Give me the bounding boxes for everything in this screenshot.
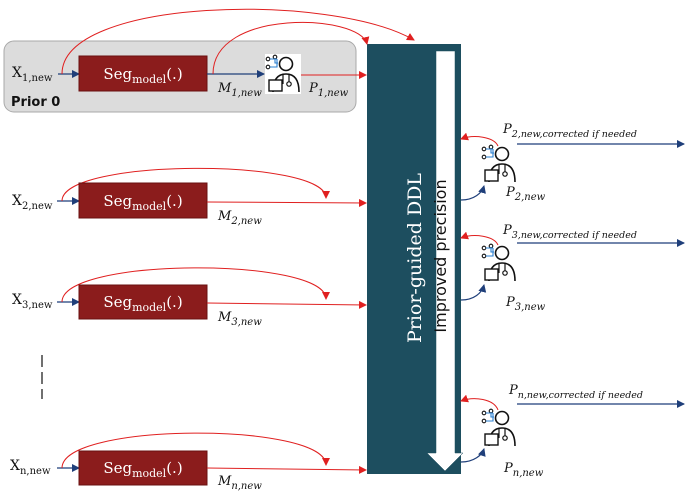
seg-model-box-1 (78, 55, 208, 92)
arrow-ddl-to-clinician-2 (460, 185, 486, 201)
prediction-pn-label: Pn,new (503, 461, 544, 479)
improved-precision-arrow (426, 50, 464, 472)
clinician-icon (265, 54, 301, 94)
seg-model-box-2 (78, 182, 208, 219)
corrected-p3-label: P3,new,corrected if needed (502, 223, 637, 241)
prediction-p2-label: P2,new (505, 185, 546, 203)
arrow-x3-skip-to-ddl (61, 267, 330, 303)
row-n: Xn,new Segmodel(.) Mn,new (10, 432, 367, 492)
prediction-p3-label: P3,new (505, 295, 546, 313)
mask-m2-label: M2,new (217, 209, 262, 227)
arrow-segn-to-ddl (206, 465, 367, 474)
arrow-ddl-to-clinician-n (460, 448, 486, 463)
row-3: X3,new Segmodel(.) M3,new (12, 267, 367, 328)
seg-model-label-1: Segmodel(.) (103, 65, 182, 86)
arrow-ddl-to-clinician-3 (460, 284, 487, 301)
seg-model-label-n: Segmodel(.) (103, 459, 182, 480)
improved-precision-label: Improved precision (431, 179, 450, 332)
arrow-feedback-3 (460, 231, 499, 246)
seg-model-label-2: Segmodel(.) (103, 192, 182, 213)
prior-guided-ddl-label: Prior-guided DDL (404, 173, 426, 343)
row-2: X2,new Segmodel(.) M2,new (12, 167, 367, 227)
prior-p1-label: P1,new (308, 81, 349, 99)
input-x1-label: X1,new (12, 65, 53, 84)
corrected-p2-label: P2,new,corrected if needed (502, 122, 637, 140)
mask-m1-label: M1,new (217, 81, 262, 99)
arrow-seg1-skip-to-ddl (212, 21, 370, 75)
corrected-pn-label: Pn,new,corrected if needed (508, 383, 643, 401)
input-x3-label: X3,new (12, 292, 53, 311)
prior-0-label: Prior 0 (11, 95, 60, 110)
arrow-seg3-to-ddl (206, 300, 367, 309)
clinician-icon (481, 408, 517, 448)
clinician-icon (481, 144, 517, 184)
arrow-x1-skip-to-ddl (61, 8, 415, 75)
mask-mn-label: Mn,new (217, 474, 262, 492)
arrow-seg2-to-ddl (206, 198, 367, 207)
output-2: P2,new,corrected if needed P2,new (460, 122, 685, 203)
arrow-feedback-2 (460, 132, 499, 147)
output-3: P3,new,corrected if needed P3,new (460, 223, 685, 313)
row-1: X1,new Segmodel(.) M1,new P1,new (12, 8, 415, 99)
arrow-feedback-n (460, 394, 499, 411)
seg-model-label-3: Segmodel(.) (103, 293, 182, 314)
seg-model-box-3 (78, 284, 208, 320)
input-x2-label: X2,new (12, 193, 53, 212)
arrow-x2-skip-to-ddl (61, 167, 330, 202)
output-n: Pn,new,corrected if needed Pn,new (460, 383, 685, 479)
mask-m3-label: M3,new (217, 310, 262, 328)
input-xn-label: Xn,new (10, 458, 51, 477)
arrow-xn-skip-to-ddl (61, 432, 330, 469)
clinician-icon (481, 243, 517, 283)
